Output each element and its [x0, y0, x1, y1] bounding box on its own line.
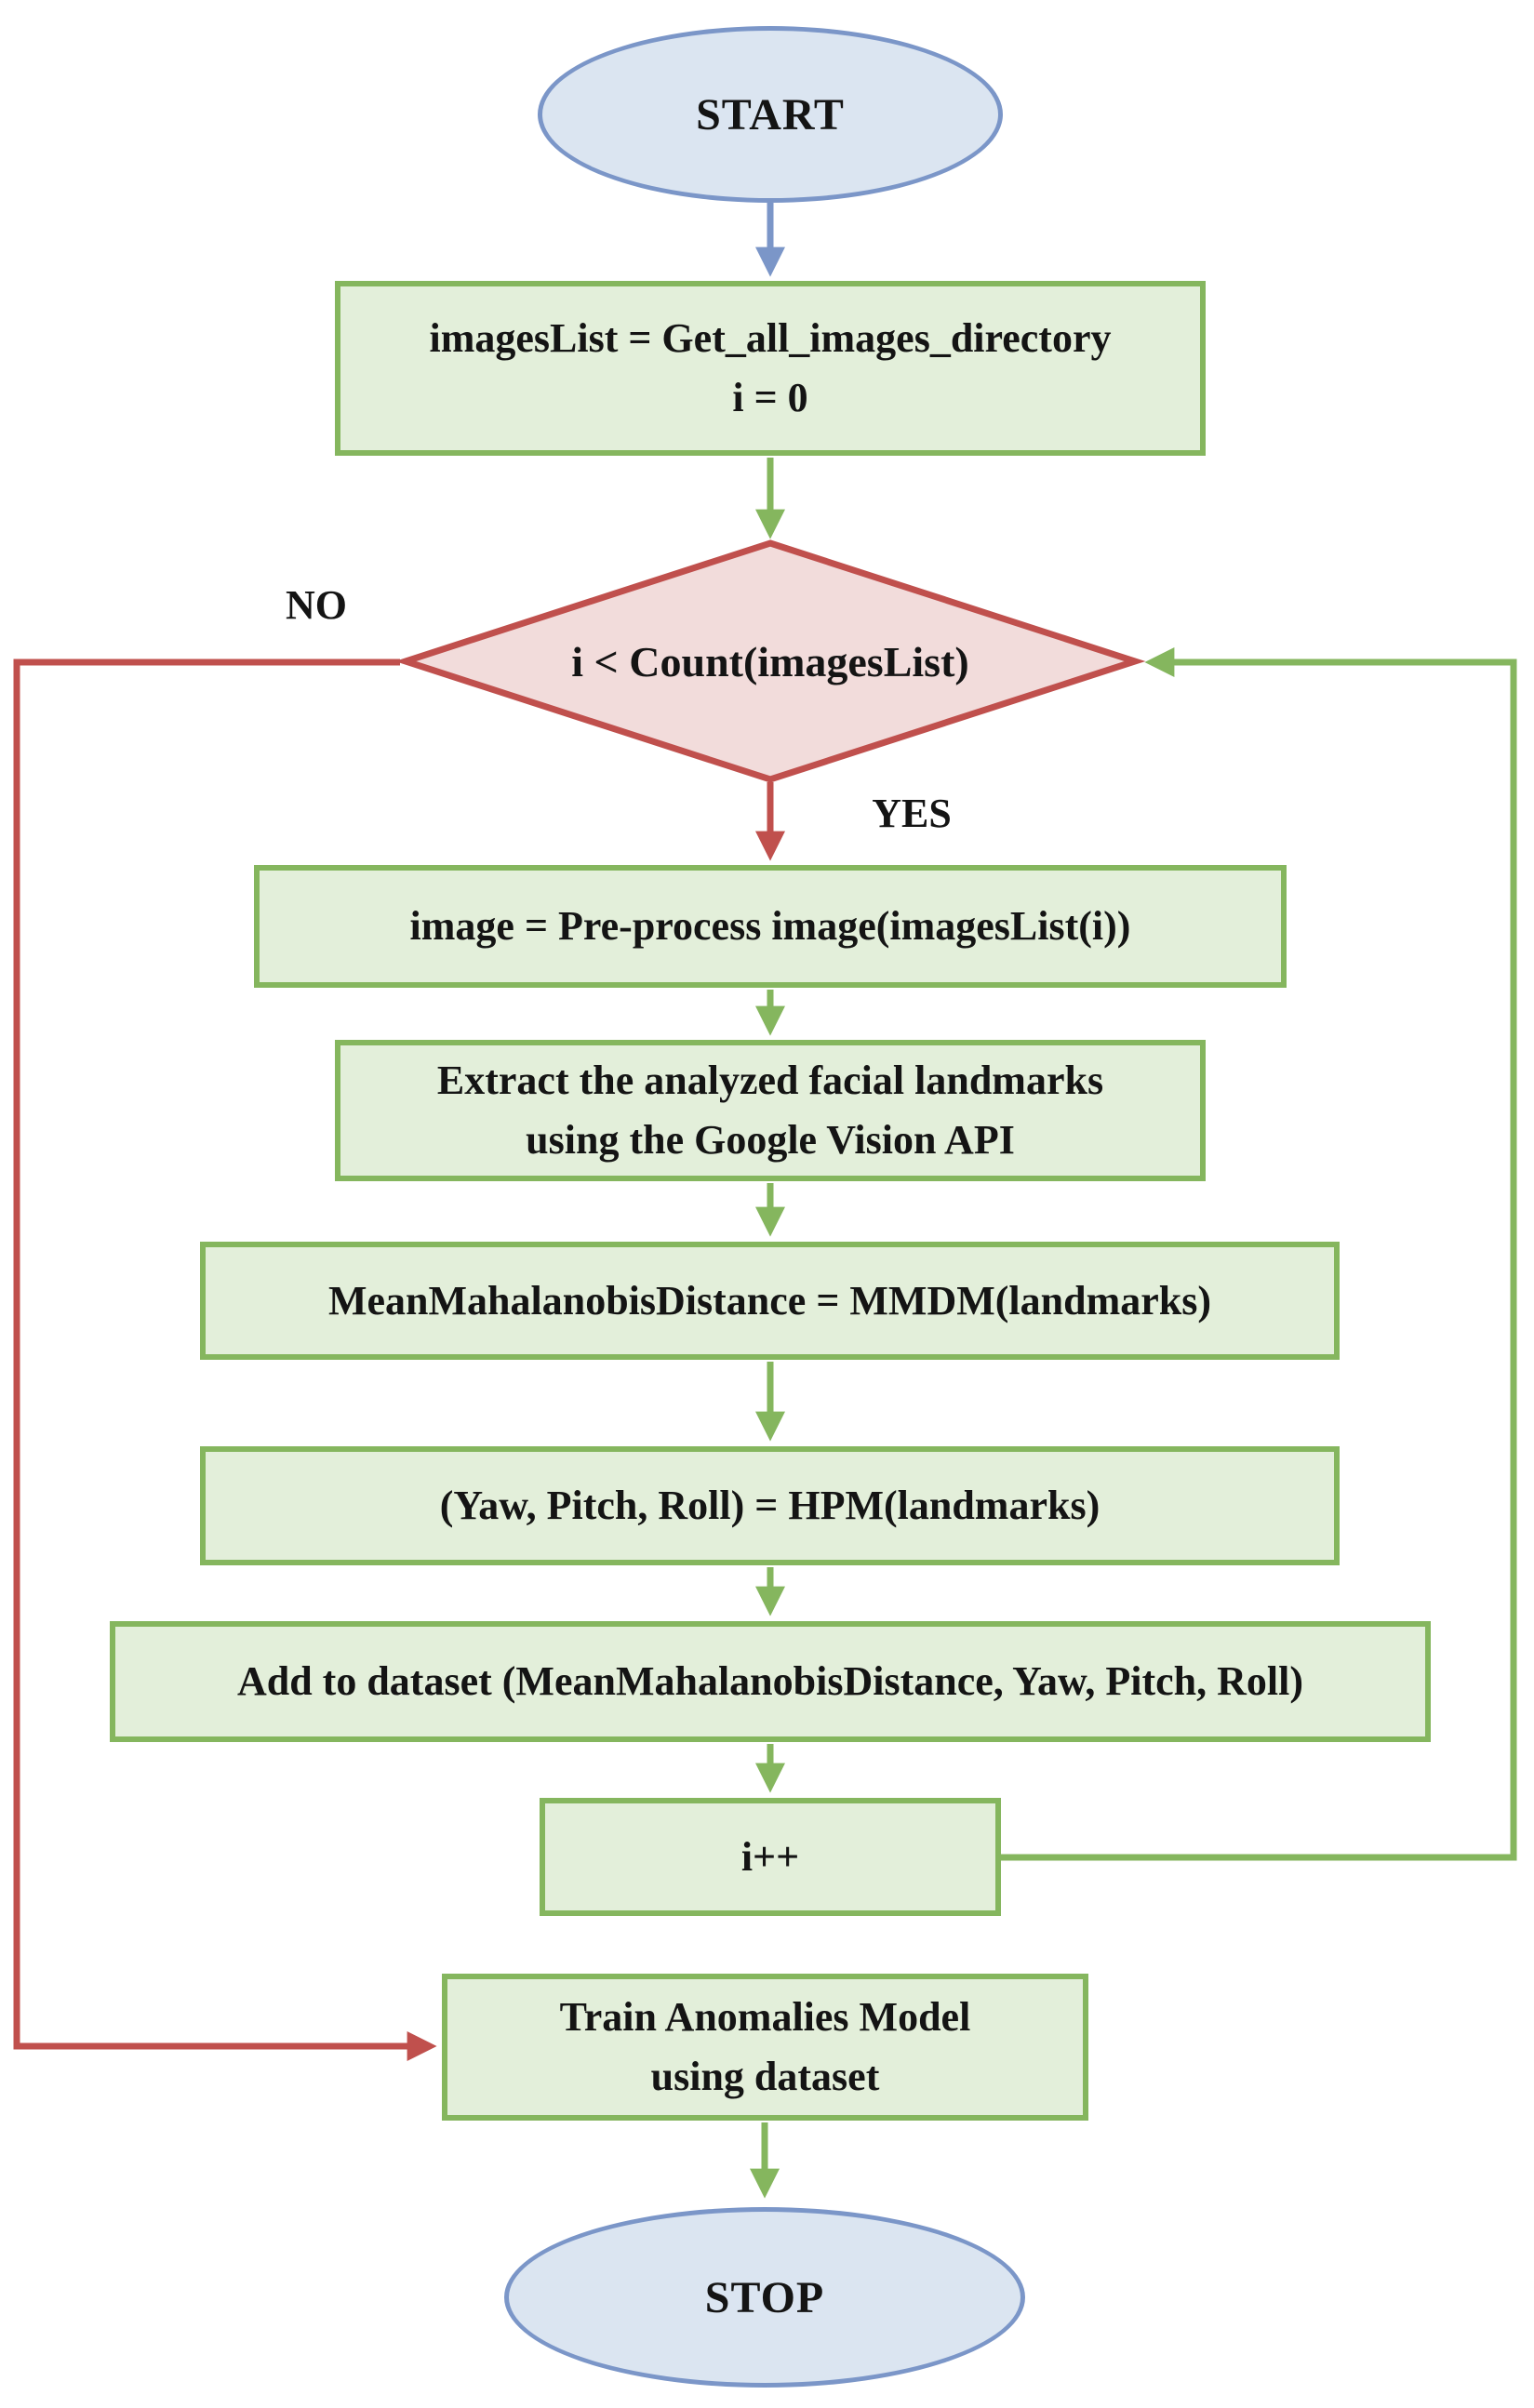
head-pose-node: (Yaw, Pitch, Roll) = HPM(landmarks) — [200, 1446, 1340, 1565]
train-line2: using dataset — [650, 2054, 880, 2099]
arrow-condition-no-to-train — [13, 659, 437, 2061]
mahalanobis-label: MeanMahalanobisDistance = MMDM(landmarks… — [327, 1277, 1212, 1324]
loop-condition-label: i < Count(imagesList) — [571, 637, 969, 685]
mahalanobis-node: MeanMahalanobisDistance = MMDM(landmarks… — [200, 1242, 1340, 1360]
decision-diamond-shape — [394, 539, 1146, 783]
train-line1: Train Anomalies Model — [559, 1994, 971, 2041]
init-line2: i = 0 — [732, 375, 808, 420]
head-pose-label: (Yaw, Pitch, Roll) = HPM(landmarks) — [439, 1483, 1100, 1529]
stop-node: STOP — [504, 2207, 1025, 2388]
arrow-increment-loop-to-condition — [1001, 647, 1517, 1861]
yes-text: YES — [872, 790, 952, 836]
edge-label-yes: YES — [819, 783, 1005, 843]
edge-label-no: NO — [233, 575, 400, 634]
extract-landmarks-node: Extract the analyzed facial landmarks us… — [335, 1040, 1206, 1181]
add-to-dataset-label: Add to dataset (MeanMahalanobisDistance,… — [236, 1658, 1304, 1705]
extract-line2: using the Google Vision API — [526, 1117, 1015, 1163]
extract-line1: Extract the analyzed facial landmarks — [436, 1058, 1104, 1104]
stop-label: STOP — [704, 2272, 825, 2322]
init-node: imagesList = Get_all_images_directory i … — [335, 281, 1206, 456]
add-to-dataset-node: Add to dataset (MeanMahalanobisDistance,… — [110, 1621, 1431, 1742]
preprocess-label: image = Pre-process image(imagesList(i)) — [409, 903, 1131, 950]
train-model-node: Train Anomalies Model using dataset — [442, 1974, 1088, 2121]
no-text: NO — [286, 581, 347, 628]
increment-label: i++ — [740, 1833, 800, 1880]
preprocess-node: image = Pre-process image(imagesList(i)) — [254, 865, 1287, 988]
init-line1: imagesList = Get_all_images_directory — [429, 315, 1112, 362]
start-node: START — [538, 26, 1003, 203]
start-label: START — [696, 89, 845, 140]
increment-node: i++ — [540, 1798, 1001, 1916]
loop-condition-node: i < Count(imagesList) — [406, 543, 1135, 779]
